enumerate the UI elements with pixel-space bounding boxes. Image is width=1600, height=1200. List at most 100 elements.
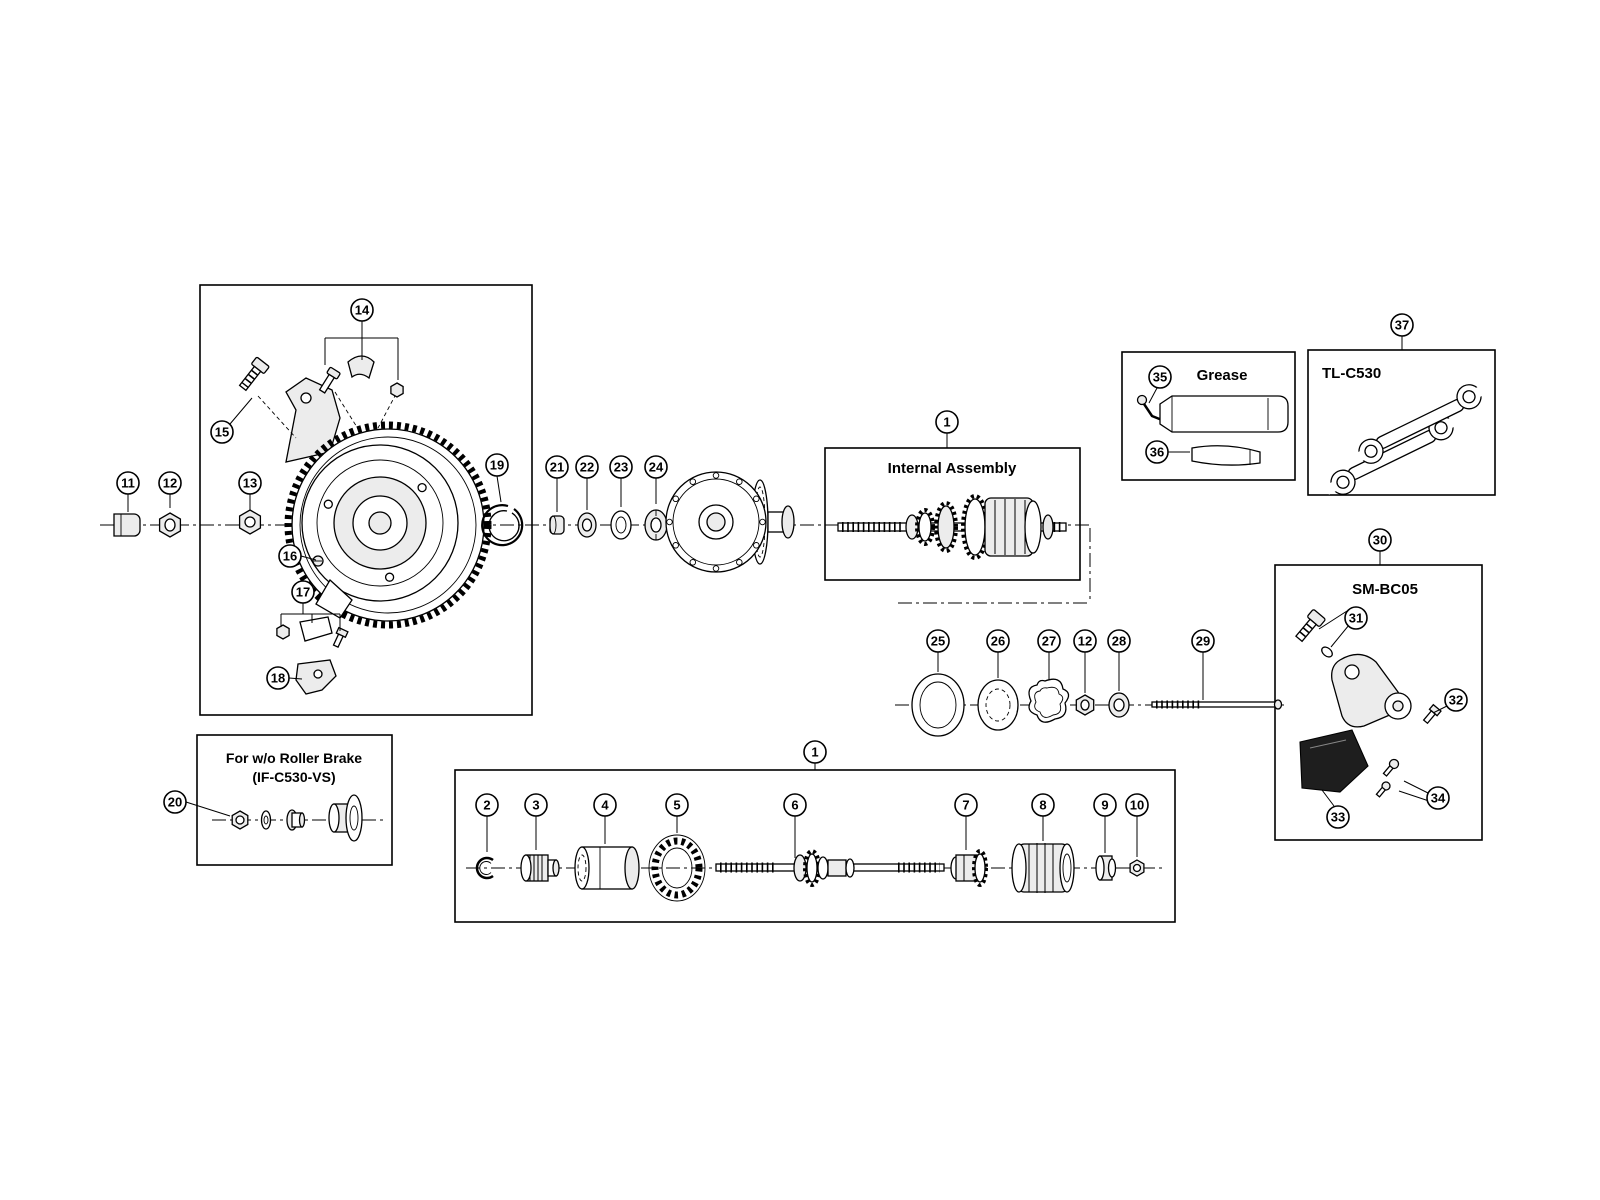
callout-35: 35	[1148, 365, 1172, 389]
internal-assembly-unit	[837, 494, 1067, 560]
push-rod-29	[1151, 699, 1283, 710]
rb-washer	[260, 810, 272, 830]
callout-32: 32	[1444, 688, 1468, 712]
callout-23: 23	[609, 455, 633, 479]
callout-10: 10	[1125, 793, 1149, 817]
svg-text:10: 10	[1130, 798, 1144, 813]
callout-9: 9	[1093, 793, 1117, 817]
svg-text:19: 19	[490, 458, 504, 473]
callout-34: 34	[1426, 786, 1450, 810]
callout-31: 31	[1344, 606, 1368, 630]
callout-25: 25	[926, 629, 950, 653]
callout-7: 7	[954, 793, 978, 817]
rb-dust-cap	[328, 794, 363, 842]
snap-ring-19	[481, 504, 524, 547]
svg-text:1: 1	[943, 415, 950, 430]
callout-12: 12	[158, 471, 182, 495]
svg-text:36: 36	[1150, 445, 1164, 460]
callout-3: 3	[524, 793, 548, 817]
grease-nozzle-36	[1191, 445, 1261, 466]
cap-9	[1095, 855, 1117, 881]
svg-text:33: 33	[1331, 810, 1345, 825]
lock-nut-13	[238, 509, 262, 535]
svg-text:16: 16	[283, 549, 297, 564]
internal-assembly-title: Internal Assembly	[888, 460, 1017, 477]
fixing-bolt-15	[238, 356, 270, 392]
bellcrank-screws-34	[1375, 758, 1400, 798]
svg-text:21: 21	[550, 460, 564, 475]
washer-12	[158, 512, 182, 538]
rb-cone	[286, 809, 306, 831]
callout-leader-lines	[127, 321, 1448, 858]
washer-25	[911, 673, 965, 737]
svg-text:14: 14	[355, 303, 370, 318]
callout-13: 13	[238, 471, 262, 495]
roller-brake-title-line2: (IF-C530-VS)	[252, 769, 335, 785]
cone-7	[950, 849, 988, 887]
callout-1-internal: 1	[935, 410, 959, 434]
svg-text:18: 18	[271, 671, 285, 686]
svg-text:13: 13	[243, 476, 257, 491]
svg-text:31: 31	[1349, 611, 1363, 626]
roller-brake-title-line1: For w/o Roller Brake	[226, 750, 362, 766]
callout-24: 24	[644, 455, 668, 479]
svg-text:8: 8	[1039, 798, 1046, 813]
svg-text:9: 9	[1101, 798, 1108, 813]
bracket-parts-17	[276, 616, 349, 648]
callout-17: 17	[291, 580, 315, 604]
callout-15: 15	[210, 420, 234, 444]
washer-26	[977, 679, 1019, 731]
svg-text:30: 30	[1373, 533, 1387, 548]
svg-text:37: 37	[1395, 318, 1409, 333]
internal-assembly-box	[824, 447, 1081, 581]
brake-clip-14-parts	[318, 355, 404, 398]
nut-12-lower	[1075, 694, 1095, 716]
callout-16: 16	[278, 544, 302, 568]
cone-3	[520, 854, 560, 882]
callout-27: 27	[1037, 629, 1061, 653]
callout-28: 28	[1107, 629, 1131, 653]
svg-text:5: 5	[673, 798, 680, 813]
svg-text:3: 3	[532, 798, 539, 813]
wrench-1	[1324, 415, 1460, 495]
svg-text:12: 12	[1078, 634, 1092, 649]
svg-text:4: 4	[601, 798, 609, 813]
bellcrank-bolt-31	[1295, 609, 1326, 643]
bellcrank-arm	[1331, 653, 1412, 728]
callout-1-bottom: 1	[803, 740, 827, 764]
svg-text:34: 34	[1431, 791, 1446, 806]
brake-bracket-18	[295, 659, 337, 695]
brake-unit-box	[199, 284, 533, 716]
driver-8	[1011, 843, 1075, 893]
bellcrank-washer	[1321, 646, 1333, 658]
svg-text:27: 27	[1042, 634, 1056, 649]
svg-text:2: 2	[483, 798, 490, 813]
callout-20: 20	[163, 790, 187, 814]
callout-6: 6	[783, 793, 807, 817]
cone-22	[577, 512, 597, 538]
svg-text:20: 20	[168, 795, 182, 810]
axle-cap-nut-11	[113, 513, 141, 537]
callout-4: 4	[593, 793, 617, 817]
svg-text:32: 32	[1449, 693, 1463, 708]
callout-5: 5	[665, 793, 689, 817]
grease-title: Grease	[1197, 367, 1248, 384]
dust-cap-21	[549, 515, 565, 535]
callout-21: 21	[545, 455, 569, 479]
grease-box	[1121, 351, 1296, 481]
callout-8: 8	[1031, 793, 1055, 817]
callout-2: 2	[475, 793, 499, 817]
svg-text:17: 17	[296, 585, 310, 600]
callout-12-lower: 12	[1073, 629, 1097, 653]
tl-c530-title: TL-C530	[1322, 365, 1381, 382]
svg-text:11: 11	[121, 476, 135, 491]
svg-text:23: 23	[614, 460, 628, 475]
rb-nut	[231, 810, 249, 830]
svg-text:25: 25	[931, 634, 945, 649]
gasket-27	[1028, 678, 1070, 723]
callout-26: 26	[986, 629, 1010, 653]
svg-text:1: 1	[811, 745, 818, 760]
callout-33: 33	[1326, 805, 1350, 829]
